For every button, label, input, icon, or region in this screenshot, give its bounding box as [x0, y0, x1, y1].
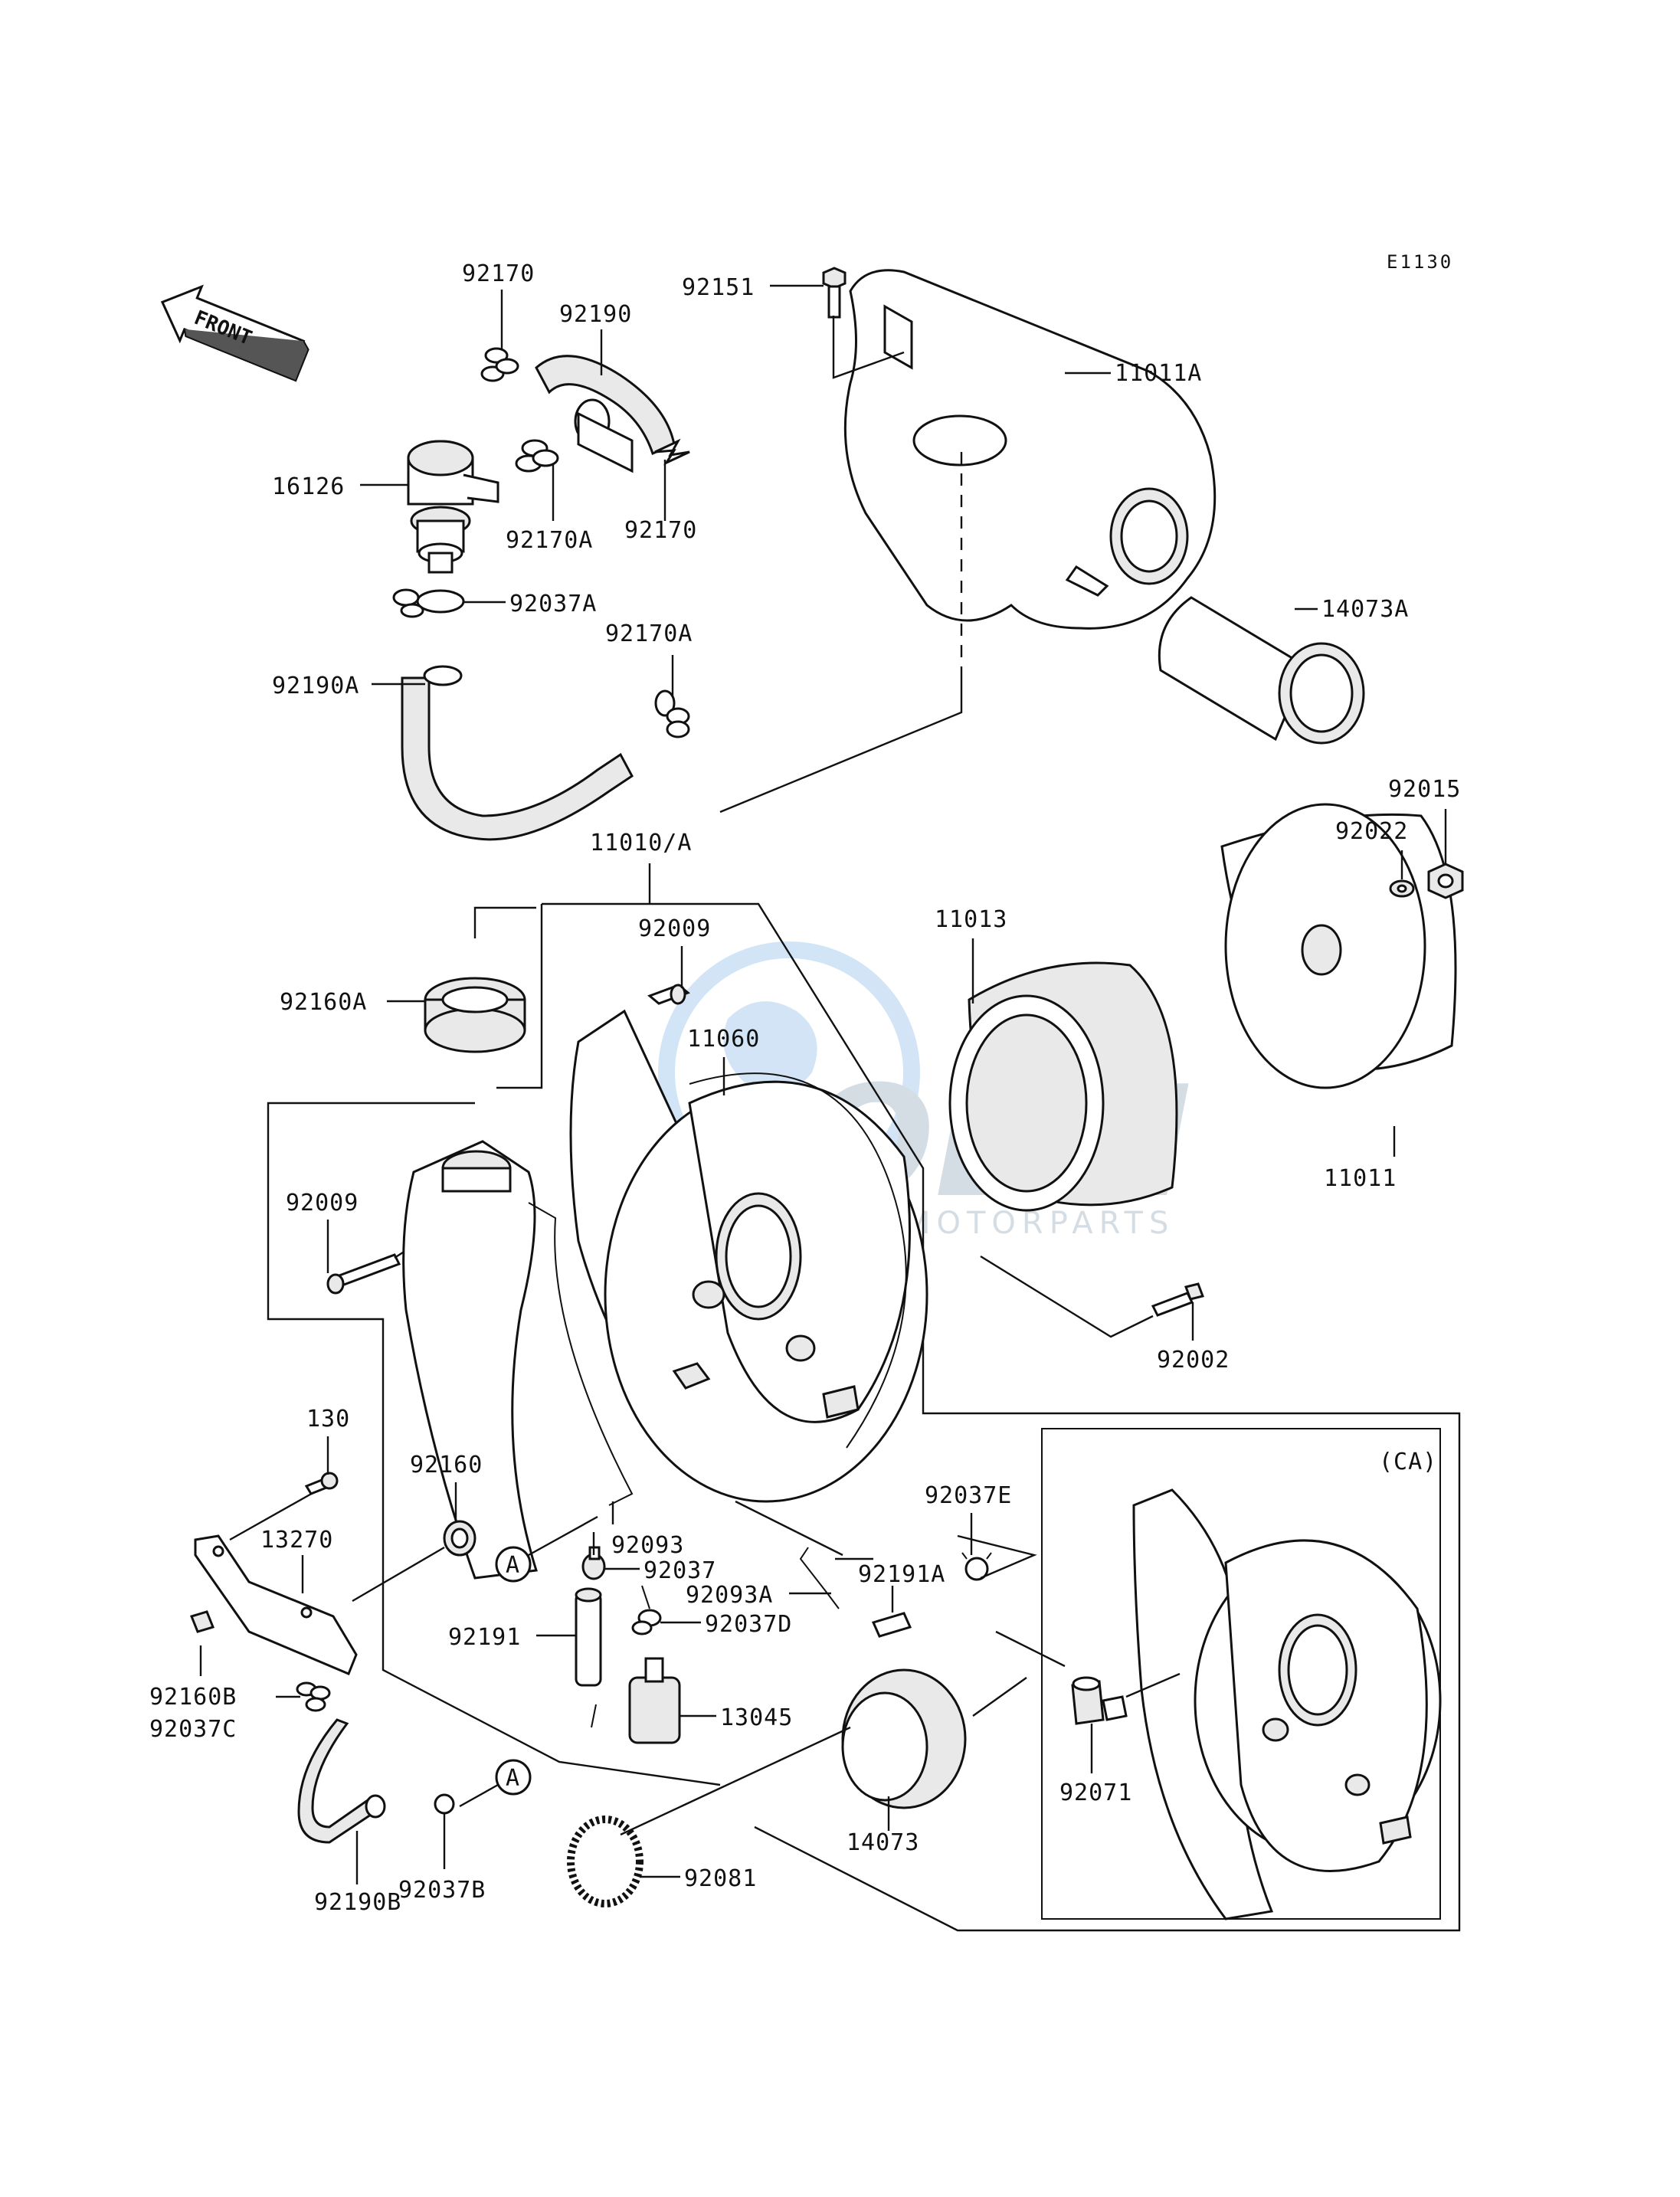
washer-92022	[1389, 879, 1415, 898]
label-92093: 92093	[611, 1532, 684, 1559]
valve-16126	[407, 440, 499, 574]
bracket-13270	[194, 1534, 358, 1675]
hose-92190A	[401, 665, 634, 841]
base-11010	[569, 1009, 928, 1503]
label-130: 130	[306, 1406, 350, 1432]
label-11011: 11011	[1324, 1165, 1397, 1192]
label-16126: 16126	[272, 473, 345, 500]
label-14073A: 14073A	[1321, 596, 1409, 623]
clip-92170	[654, 438, 690, 466]
label-92037A: 92037A	[509, 591, 597, 617]
label-13270: 13270	[260, 1527, 333, 1554]
filter-11013	[948, 961, 1178, 1212]
cushion-92160B	[189, 1610, 215, 1633]
label-92160B: 92160B	[149, 1684, 237, 1711]
label-11010A: 11010/A	[590, 830, 692, 856]
label-11013: 11013	[935, 906, 1007, 933]
label-92190B: 92190B	[314, 1889, 401, 1916]
nut-92015	[1427, 863, 1464, 899]
label-92160: 92160	[410, 1452, 483, 1478]
label-92170A-lower: 92170A	[605, 620, 693, 647]
bolt-92002	[1151, 1282, 1204, 1317]
cover-11011A	[843, 269, 1217, 630]
clip-92170-top	[480, 347, 519, 382]
label-92190: 92190	[559, 301, 632, 328]
clip-92170A	[515, 439, 559, 473]
label-92002: 92002	[1157, 1347, 1230, 1374]
wire-92093A	[799, 1547, 840, 1609]
label-92037B: 92037B	[398, 1877, 486, 1904]
ring-92081	[567, 1816, 644, 1907]
label-92037: 92037	[644, 1557, 716, 1584]
diagram-code: E1130	[1387, 251, 1453, 273]
duct-intake	[402, 1140, 634, 1580]
label-11060: 11060	[687, 1026, 760, 1053]
cap-14073	[841, 1668, 967, 1809]
ref-a-upper-label: A	[506, 1552, 520, 1579]
label-92093A: 92093A	[686, 1582, 773, 1609]
cover-11011	[1220, 803, 1457, 1089]
label-92170-top: 92170	[462, 260, 535, 287]
bolt-92009	[326, 1253, 401, 1295]
ref-a-upper: A	[495, 1546, 532, 1583]
label-92009: 92009	[286, 1190, 359, 1216]
clamp-92037E	[961, 1552, 992, 1581]
grommet-92160A	[424, 977, 526, 1053]
label-92191A: 92191A	[858, 1561, 945, 1588]
grommet-92160	[443, 1520, 476, 1557]
label-92170A: 92170A	[506, 527, 593, 554]
label-92190A: 92190A	[272, 673, 359, 699]
label-92009-top: 92009	[638, 915, 711, 942]
label-92170: 92170	[624, 517, 697, 544]
label-92160A: 92160A	[280, 989, 367, 1016]
label-92015: 92015	[1388, 776, 1461, 803]
pipe-92191A	[871, 1612, 912, 1638]
gasket-11060	[689, 1072, 907, 1449]
label-14073: 14073	[847, 1829, 919, 1856]
hose-92190	[535, 355, 676, 473]
ref-a-lower-label: A	[506, 1765, 520, 1792]
ca-inset: (CA)	[1041, 1428, 1442, 1920]
clip-92170A-lower	[654, 689, 690, 738]
plug-13045	[628, 1657, 681, 1744]
front-arrow: FRONT	[160, 284, 309, 382]
ca-label: (CA)	[1379, 1449, 1437, 1475]
hose-92190B	[297, 1718, 386, 1844]
label-92081: 92081	[684, 1865, 757, 1892]
bolt-92151	[822, 267, 847, 319]
bolt-130	[304, 1472, 339, 1495]
label-92191: 92191	[448, 1624, 521, 1651]
label-92022: 92022	[1335, 818, 1408, 845]
pipe-92191	[575, 1587, 602, 1687]
label-92037E: 92037E	[925, 1482, 1012, 1509]
clamp-92037C	[296, 1681, 331, 1712]
ref-a-lower: A	[495, 1759, 532, 1796]
label-92037C: 92037C	[149, 1716, 237, 1743]
label-92037D: 92037D	[705, 1611, 792, 1638]
bolt-92009-top	[647, 984, 690, 1005]
label-92071: 92071	[1059, 1780, 1132, 1806]
fitting-92071	[1071, 1676, 1128, 1725]
watermark-sub: MOTORPARTS	[904, 1206, 1174, 1241]
clamp-92037D	[631, 1609, 662, 1635]
label-13045: 13045	[720, 1704, 793, 1731]
label-92151: 92151	[682, 274, 755, 301]
label-11011A: 11011A	[1115, 360, 1202, 387]
duct-14073A	[1158, 596, 1365, 745]
clamp-92037A	[392, 588, 465, 618]
clamp-92037B	[434, 1793, 455, 1815]
